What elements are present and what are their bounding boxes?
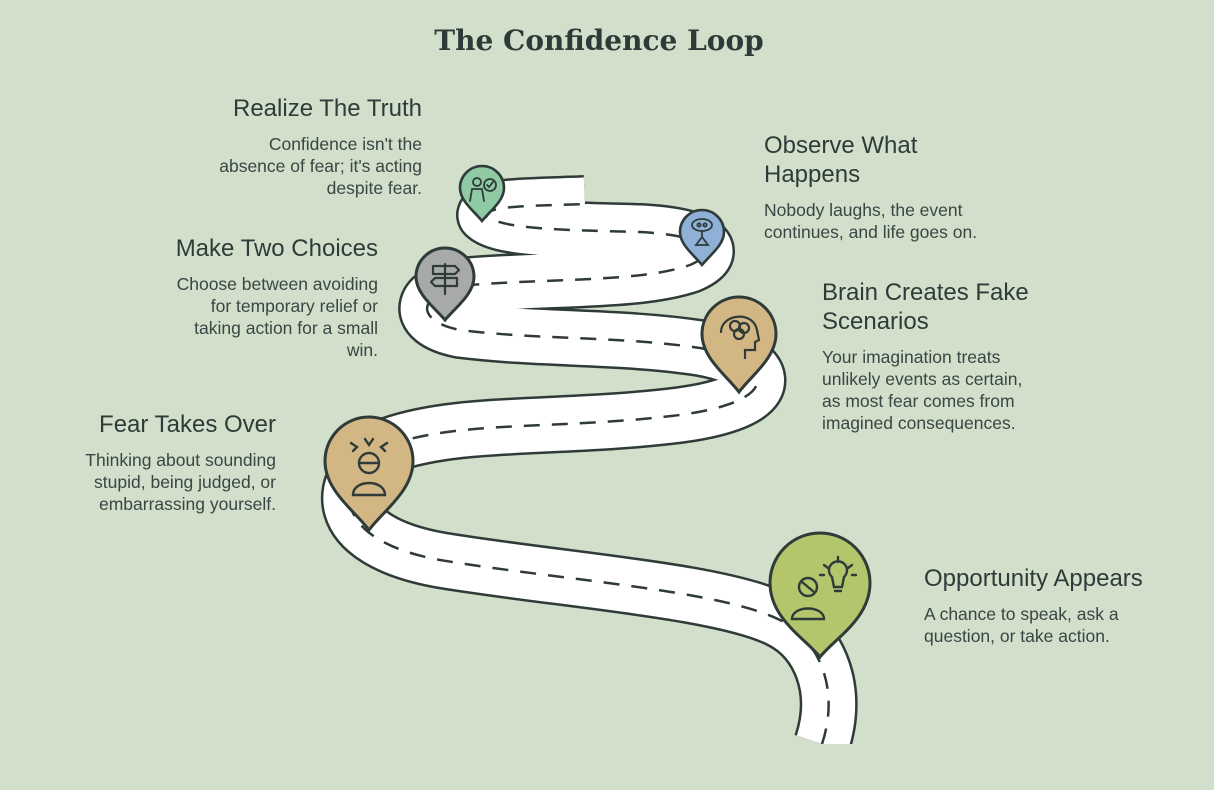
observer-icon [691,218,713,246]
pin-choices [414,246,476,323]
pin-truth [458,164,506,224]
step-brain: Brain Creates Fake Scenarios Your imagin… [822,278,1052,434]
stressed-person-icon [349,437,389,497]
step-fear: Fear Takes Over Thinking about sounding … [60,410,276,515]
step-heading: Realize The Truth [233,95,422,122]
winding-road [320,175,920,790]
pin-brain [700,295,778,395]
step-heading: Brain Creates Fake Scenarios [822,279,1029,335]
step-description: Thinking about sounding stupid, being ju… [85,450,276,514]
head-brain-icon [719,315,761,360]
step-choices: Make Two Choices Choose between avoiding… [150,234,378,361]
step-description: A chance to speak, ask a question, or ta… [924,604,1119,646]
signpost-icon [429,262,461,296]
step-description: Choose between avoiding for temporary re… [176,274,378,360]
step-description: Your imagination treats unlikely events … [822,347,1023,433]
pin-opportunity [768,531,872,660]
pin-fear [323,415,415,533]
step-heading: Observe What Happens [764,132,918,188]
step-heading: Opportunity Appears [924,565,1143,592]
step-description: Nobody laughs, the event continues, and … [764,200,978,242]
step-observe: Observe What Happens Nobody laughs, the … [764,131,1004,243]
person-lightbulb-icon [790,555,858,621]
person-checkmark-icon [469,177,497,202]
step-heading: Make Two Choices [175,235,378,262]
step-heading: Fear Takes Over [99,411,276,438]
step-opportunity: Opportunity Appears A chance to speak, a… [924,564,1164,647]
step-description: Confidence isn't the absence of fear; it… [219,134,422,198]
pin-observe [678,208,726,268]
diagram-title: The Confidence Loop [434,24,764,57]
step-truth: Realize The Truth Confidence isn't the a… [200,94,422,199]
